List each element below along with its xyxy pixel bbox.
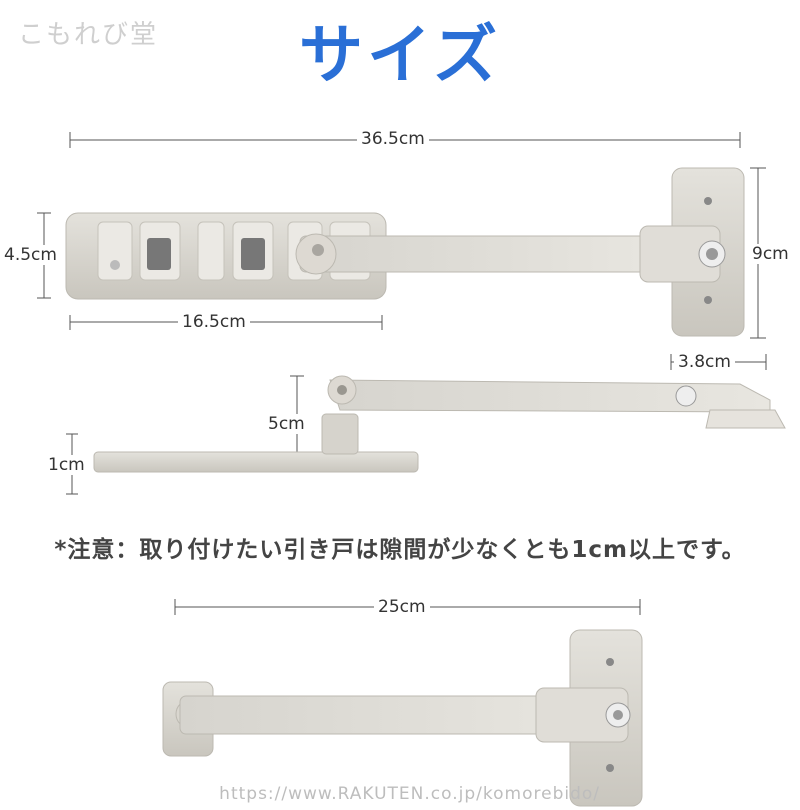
- arm-height-label: 5cm: [264, 414, 309, 434]
- bracket-depth-label: 3.8cm: [674, 352, 735, 372]
- brand-watermark: こもれび堂: [18, 20, 159, 50]
- body-height-label: 4.5cm: [0, 245, 61, 265]
- body-width-label: 16.5cm: [178, 312, 250, 332]
- url-watermark: https://www.RAKUTEN.co.jp/komorebido/: [219, 784, 600, 804]
- base-thickness-label: 1cm: [44, 455, 89, 475]
- page-title: サイズ: [298, 19, 502, 93]
- side-view-lock: [66, 354, 786, 495]
- bottom-view-lock: [162, 599, 643, 807]
- bracket-height-label: 9cm: [748, 244, 793, 264]
- installation-note: *注意：取り付けたい引き戸は隙間が少なくとも1cm以上です。: [54, 537, 746, 563]
- total-width-label: 36.5cm: [357, 129, 429, 149]
- arm-length-label: 25cm: [374, 597, 430, 617]
- top-view-lock: [37, 132, 766, 339]
